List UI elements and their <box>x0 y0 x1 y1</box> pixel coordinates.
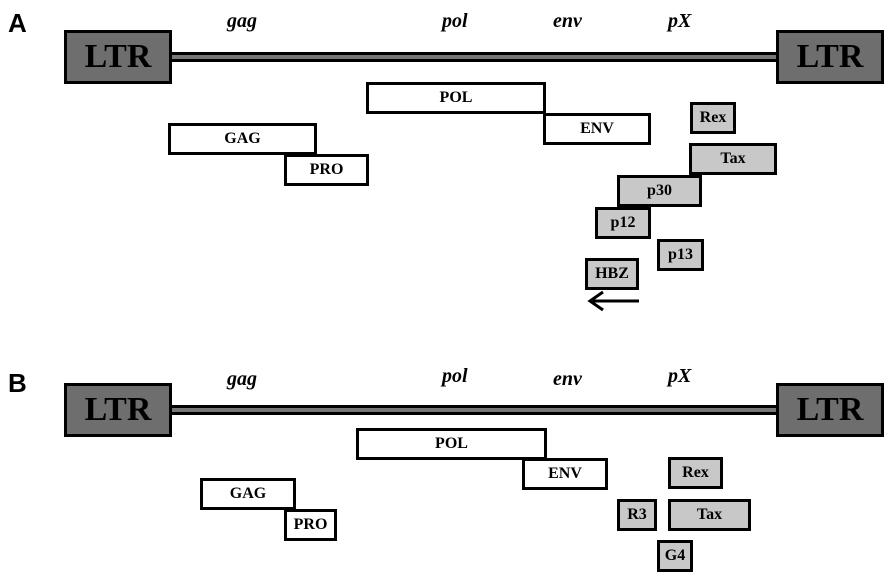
orf-pol: POL <box>366 82 546 114</box>
orf-rex: Rex <box>668 457 723 489</box>
genome-line <box>170 405 778 415</box>
orf-tax: Tax <box>668 499 751 531</box>
orf-hbz: HBZ <box>585 258 639 290</box>
gene-label-pol: pol <box>442 365 468 387</box>
gene-label-px: pX <box>668 10 692 32</box>
panel-b: B gag pol env pX LTR LTR POL ENV GAG PRO… <box>0 360 892 585</box>
gene-label-gag: gag <box>227 10 257 32</box>
ltr-right: LTR <box>776 30 884 84</box>
orf-p12: p12 <box>595 207 651 239</box>
gene-label-env: env <box>553 10 582 32</box>
orf-rex: Rex <box>690 102 736 134</box>
genome-line <box>170 52 778 62</box>
orf-tax: Tax <box>689 143 777 175</box>
orf-gag: GAG <box>200 478 296 510</box>
panel-a-label: A <box>8 8 27 38</box>
orf-r3: R3 <box>617 499 657 531</box>
orf-env: ENV <box>543 113 651 145</box>
gene-label-pol: pol <box>442 10 468 32</box>
panel-a: A gag pol env pX LTR LTR POL GAG ENV PRO… <box>8 8 884 312</box>
panel-b-label: B <box>8 368 27 398</box>
orf-env: ENV <box>522 458 608 490</box>
gene-label-env: env <box>553 368 582 390</box>
orf-p30: p30 <box>617 175 702 207</box>
ltr-left: LTR <box>64 30 172 84</box>
antisense-arrow-icon <box>587 290 639 312</box>
gene-label-gag: gag <box>227 368 257 390</box>
ltr-left: LTR <box>64 383 172 437</box>
orf-gag: GAG <box>168 123 317 155</box>
orf-p13: p13 <box>657 239 704 271</box>
orf-g4: G4 <box>657 540 693 572</box>
orf-pro: PRO <box>284 509 337 541</box>
orf-pro: PRO <box>284 154 369 186</box>
gene-label-px: pX <box>668 365 692 387</box>
ltr-right: LTR <box>776 383 884 437</box>
orf-pol: POL <box>356 428 547 460</box>
